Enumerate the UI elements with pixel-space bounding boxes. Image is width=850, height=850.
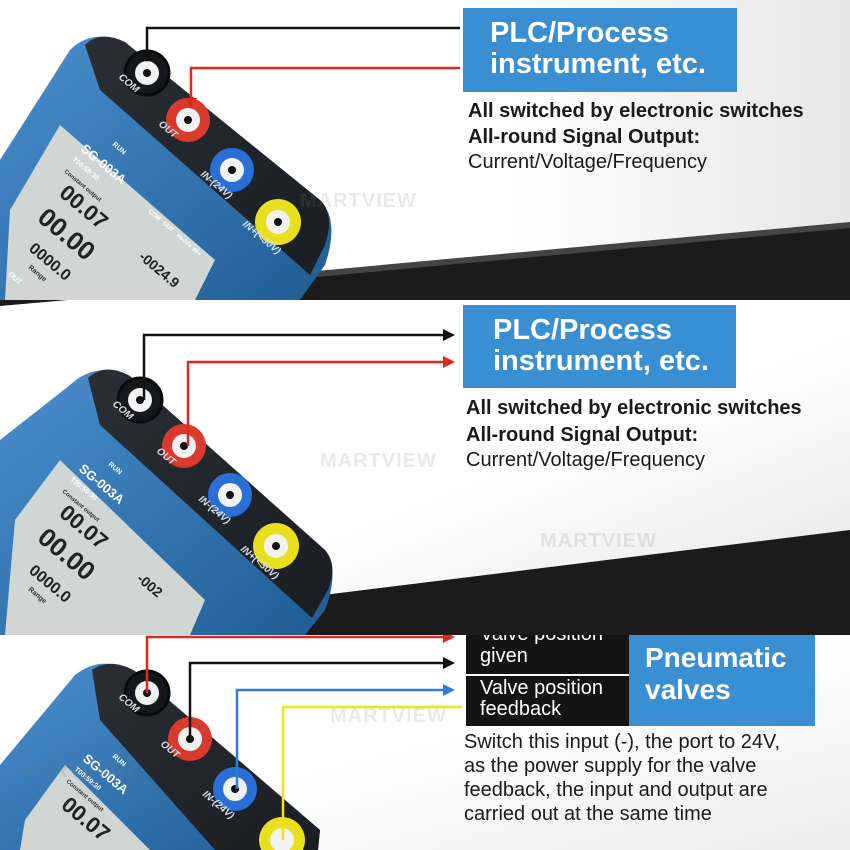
feature-line-1c: Current/Voltage/Frequency xyxy=(468,151,708,173)
plc-panel-2-line-1: PLC/Process xyxy=(493,314,672,346)
valve-note-line-1: Switch this input (-), the port to 24V, xyxy=(464,731,781,753)
watermark-3a: MARTVIEW xyxy=(330,705,447,727)
feature-line-2b: All-round Signal Output: xyxy=(466,424,699,446)
pneumatic-line-2: valves xyxy=(645,674,731,705)
valve-given-line-1: Valve position xyxy=(480,635,629,645)
watermark-3c: MARTVIEW xyxy=(20,760,137,782)
valve-feedback-line-2: feedback xyxy=(480,698,562,720)
valve-feedback-label: Valve position feedback xyxy=(466,676,629,726)
watermark-2a: MARTVIEW xyxy=(500,300,617,301)
watermark-2c: MARTVIEW xyxy=(540,530,657,552)
plc-panel-2-line-2: instrument, etc. xyxy=(493,345,709,377)
ports-1 xyxy=(123,49,301,245)
wire-black-1 xyxy=(145,26,460,58)
valve-given-label: Valve position given xyxy=(466,635,629,674)
pneumatic-line-1: Pneumatic xyxy=(645,642,787,673)
wire-blue-3 xyxy=(235,688,445,789)
band-plc-2: COM OUT IN-(24V) IN+(<30V) SG-003A T00:5… xyxy=(0,300,850,635)
plc-panel-1-line-1: PLC/Process xyxy=(490,17,669,49)
ports-2 xyxy=(116,376,299,569)
wire-black-3 xyxy=(188,661,445,739)
pneumatic-valves-panel: Pneumatic valves xyxy=(629,635,815,726)
wire-red-1 xyxy=(189,66,460,104)
valve-note-line-2: as the power supply for the valve xyxy=(464,755,757,777)
valve-given-line-2: given xyxy=(480,645,528,667)
device-1-screen xyxy=(5,125,215,300)
plc-panel-1: PLC/Process instrument, etc. xyxy=(463,8,737,92)
wire-yellow-3 xyxy=(281,705,462,840)
valve-note-line-3: feedback, the input and output are xyxy=(464,779,768,801)
valve-feedback-line-1: Valve position xyxy=(480,677,604,699)
watermark-2b: MARTVIEW xyxy=(320,450,437,472)
feature-line-1a: All switched by electronic switches xyxy=(468,100,804,122)
band-plc-1: COM OUT IN-(24V) IN+(<30V) SG-003A T00:5… xyxy=(0,0,850,300)
band-valves: COM OUT IN-(24V) SG-003A T00:59:30 Const… xyxy=(0,635,850,850)
plc-panel-1-line-2: instrument, etc. xyxy=(490,48,706,80)
watermark-1b: MARTVIEW xyxy=(300,190,417,212)
device-3-screen xyxy=(20,765,150,850)
feature-line-2c: Current/Voltage/Frequency xyxy=(466,449,706,471)
wire-red-3 xyxy=(145,635,445,693)
feature-line-2a: All switched by electronic switches xyxy=(466,397,802,419)
wire-black-2 xyxy=(142,333,445,400)
valve-note-line-4: carried out at the same time xyxy=(464,803,712,825)
feature-line-1b: All-round Signal Output: xyxy=(468,126,701,148)
device-2-screen xyxy=(5,460,205,635)
wire-red-2 xyxy=(186,360,445,446)
plc-panel-2: PLC/Process instrument, etc. xyxy=(463,305,736,388)
band-2-scene xyxy=(0,300,850,635)
